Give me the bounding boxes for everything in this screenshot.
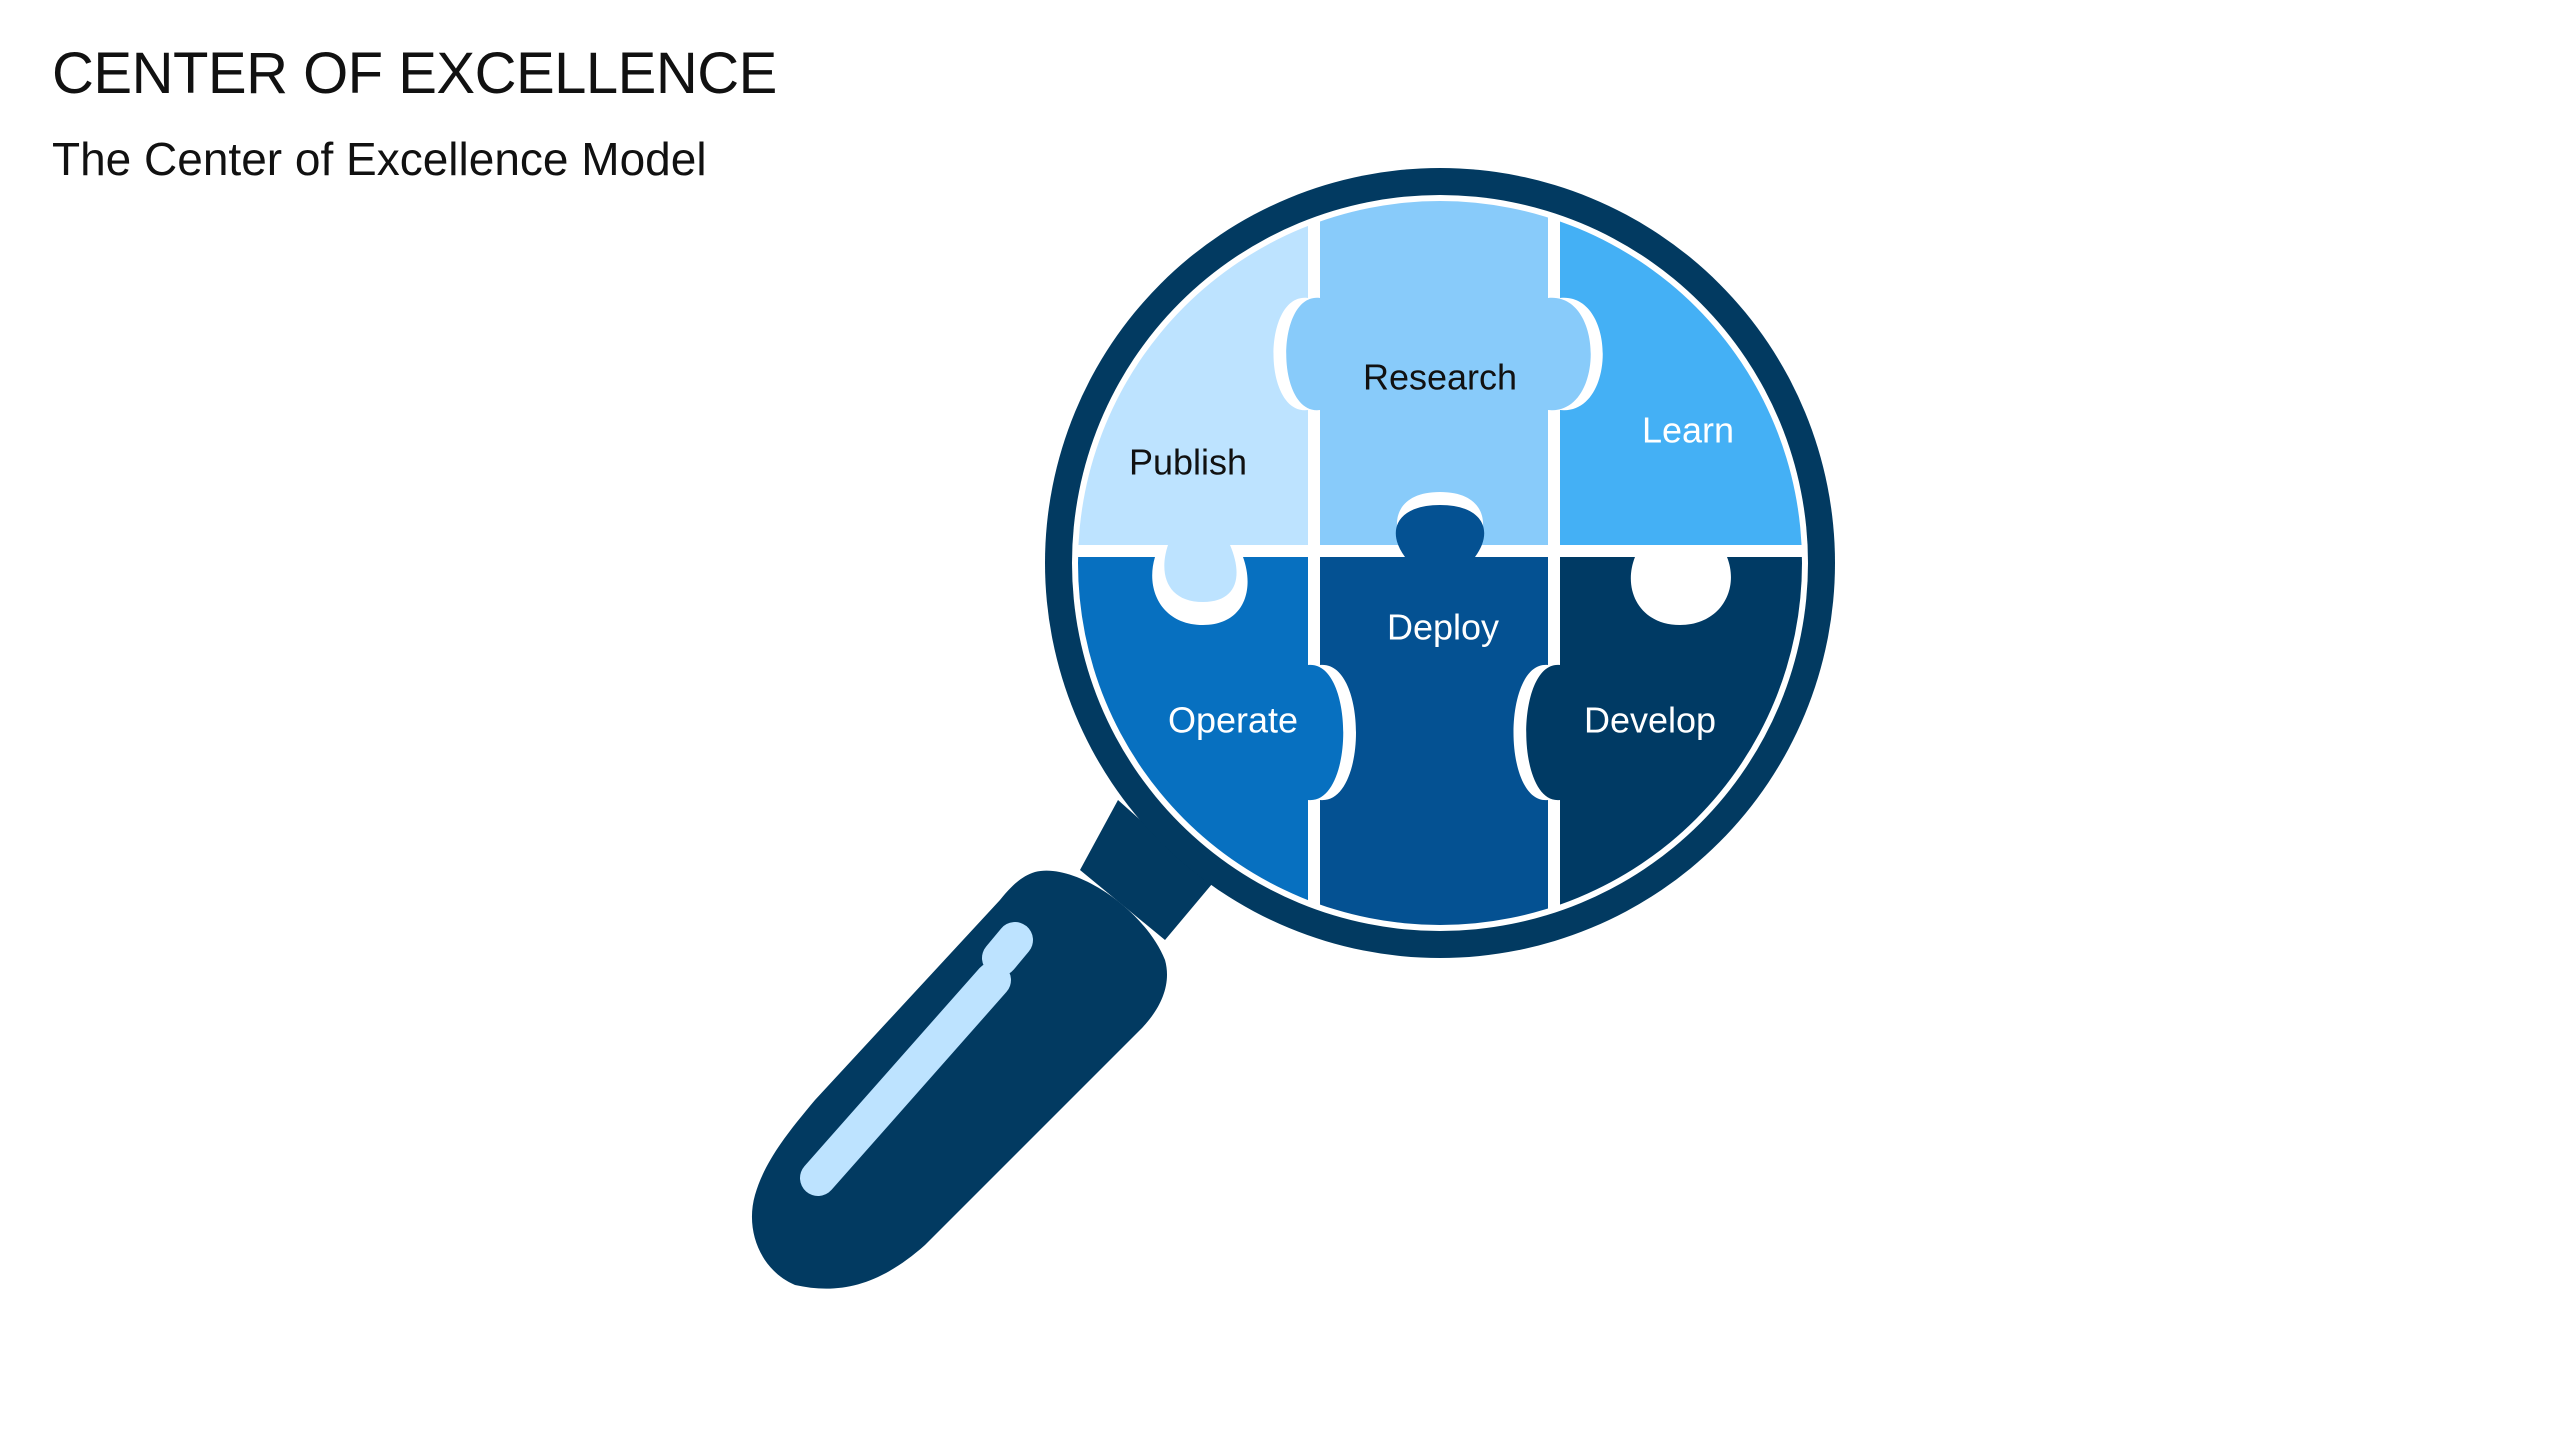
page-subtitle: The Center of Excellence Model — [52, 133, 707, 185]
handle-grip — [751, 870, 1168, 1289]
puzzle-label-develop: Develop — [1584, 700, 1716, 741]
puzzle-label-publish: Publish — [1129, 442, 1247, 483]
puzzle-label-research: Research — [1363, 357, 1517, 398]
puzzle-piece-deploy — [1320, 505, 1548, 925]
handle-highlight-tip — [982, 922, 1033, 976]
puzzle-label-operate: Operate — [1168, 700, 1298, 741]
page-title: CENTER OF EXCELLENCE — [52, 41, 777, 106]
puzzle-label-learn: Learn — [1642, 410, 1734, 451]
magnifier-handle — [751, 800, 1212, 1289]
puzzle-piece-research — [1286, 201, 1591, 545]
handle-highlight — [800, 962, 1011, 1196]
puzzle-label-deploy: Deploy — [1387, 607, 1499, 648]
handle-neck — [1080, 800, 1212, 940]
